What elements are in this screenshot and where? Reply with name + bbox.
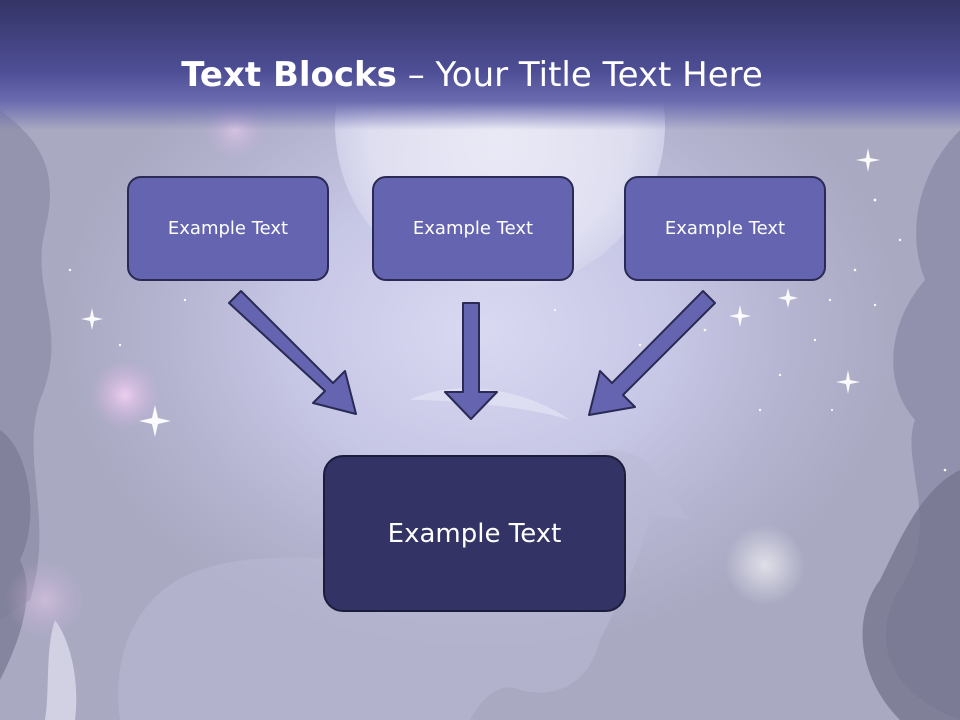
title-band: [0, 0, 960, 130]
title-rest: Your Title Text Here: [435, 55, 763, 95]
text-block-2[interactable]: Example Text: [372, 176, 574, 281]
title-bold-part: Text Blocks: [181, 55, 397, 95]
sparkle-icon: [729, 305, 751, 327]
sparkle-icon: [139, 405, 171, 437]
sparkle-icon: [81, 308, 103, 330]
sparkle-icon: [778, 288, 798, 308]
sparkle-icon: [836, 370, 860, 394]
text-block-main[interactable]: Example Text: [323, 455, 626, 612]
text-block-label: Example Text: [412, 218, 534, 239]
text-block-label: Example Text: [167, 218, 289, 239]
text-block-label: Example Text: [664, 218, 786, 239]
title-separator: –: [396, 55, 436, 95]
text-block-3[interactable]: Example Text: [624, 176, 826, 281]
text-block-1[interactable]: Example Text: [127, 176, 329, 281]
page-title: Text Blocks – Your Title Text Here: [0, 55, 944, 95]
text-block-main-label: Example Text: [387, 518, 562, 549]
sparkle-icon: [856, 148, 880, 172]
